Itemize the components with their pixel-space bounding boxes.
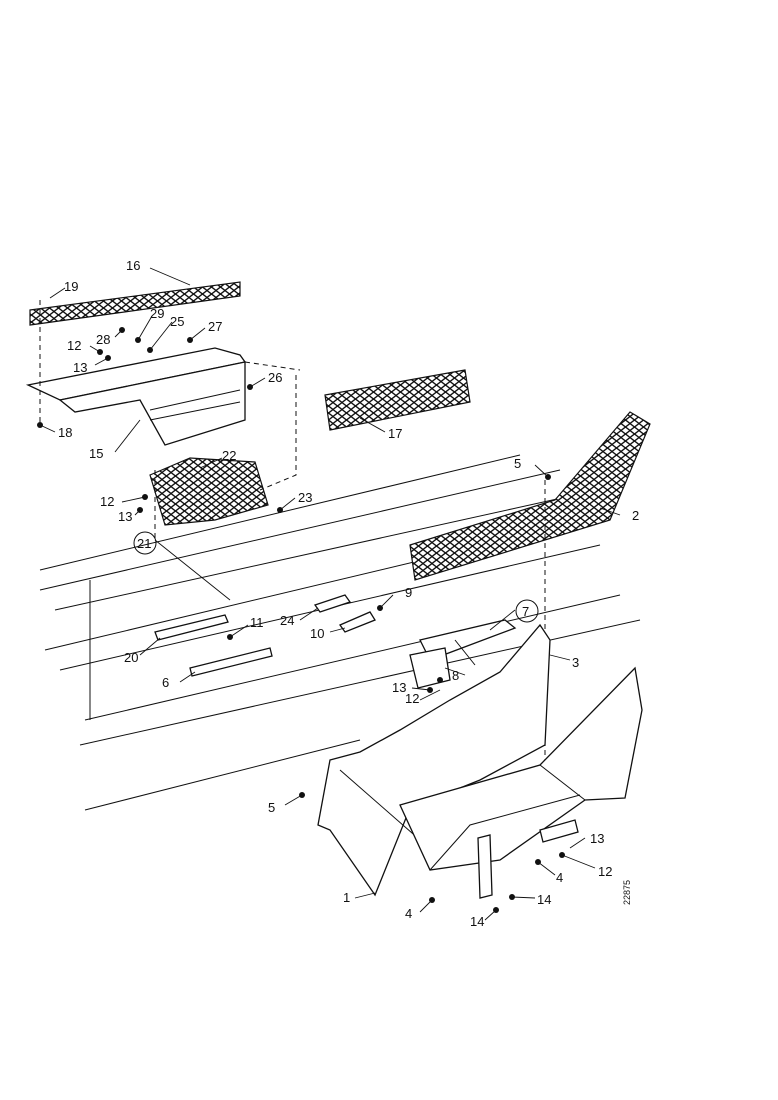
callout-6: 6	[162, 675, 169, 690]
bumper-contour-lines	[39, 454, 641, 811]
part-17-side-grille	[324, 369, 471, 431]
callout-13-top: 13	[73, 360, 87, 375]
callout-12-corner: 12	[405, 691, 419, 706]
callout-5-top: 5	[514, 456, 521, 471]
callout-8: 8	[452, 668, 459, 683]
callout-11: 11	[250, 615, 264, 630]
callout-28: 28	[96, 332, 110, 347]
part-2-main-grille	[409, 411, 651, 581]
callout-5-bottom: 5	[268, 800, 275, 815]
callout-14-left: 14	[470, 914, 484, 929]
callout-18: 18	[58, 425, 72, 440]
callout-labels: 16 19 29 25 27 28 12 13 26 18 15 17 22 5…	[58, 258, 639, 929]
callout-21: 21	[137, 536, 151, 551]
callout-24: 24	[280, 613, 294, 628]
callout-4-right: 4	[556, 870, 563, 885]
callout-9: 9	[405, 585, 412, 600]
part-5-lower-front-panel	[317, 623, 551, 897]
callout-26: 26	[268, 370, 282, 385]
callout-13-mid: 13	[118, 509, 132, 524]
callout-27: 27	[208, 319, 222, 334]
part-16-upper-grille-strip	[29, 281, 241, 326]
callout-20: 20	[124, 650, 138, 665]
part-15-upper-bracket	[25, 300, 301, 446]
part-10-bracket	[339, 611, 376, 633]
callout-7-circle	[515, 599, 539, 623]
callout-25: 25	[170, 314, 184, 329]
part-20-strip	[154, 614, 229, 641]
callout-19: 19	[64, 279, 78, 294]
callout-17: 17	[388, 426, 402, 441]
callout-13-bottom: 13	[590, 831, 604, 846]
callout-12-mid: 12	[100, 494, 114, 509]
part-24-bracket	[313, 594, 352, 613]
drawing-reference-number: 22875	[622, 880, 632, 905]
part-13-lower-bracket	[539, 819, 579, 843]
part-22-center-grille	[149, 375, 297, 540]
callout-7: 7	[522, 604, 529, 619]
callout-12-bottom: 12	[598, 864, 612, 879]
callout-23: 23	[298, 490, 312, 505]
part-14-bracket	[477, 834, 493, 899]
callout-15: 15	[89, 446, 103, 461]
callout-16: 16	[126, 258, 140, 273]
callout-2: 2	[632, 508, 639, 523]
callout-29: 29	[150, 306, 164, 321]
callout-13-corner: 13	[392, 680, 406, 695]
part-3-lower-side-panel	[399, 666, 643, 871]
callout-3: 3	[572, 655, 579, 670]
callout-22: 22	[222, 448, 236, 463]
callout-21-circle	[133, 531, 157, 555]
leader-lines	[39, 267, 621, 921]
callout-12-top: 12	[67, 338, 81, 353]
callout-14-right: 14	[537, 892, 551, 907]
callout-1: 1	[343, 890, 350, 905]
part-6-strip	[189, 647, 273, 677]
callout-10: 10	[310, 626, 324, 641]
callout-4-left: 4	[405, 906, 412, 921]
